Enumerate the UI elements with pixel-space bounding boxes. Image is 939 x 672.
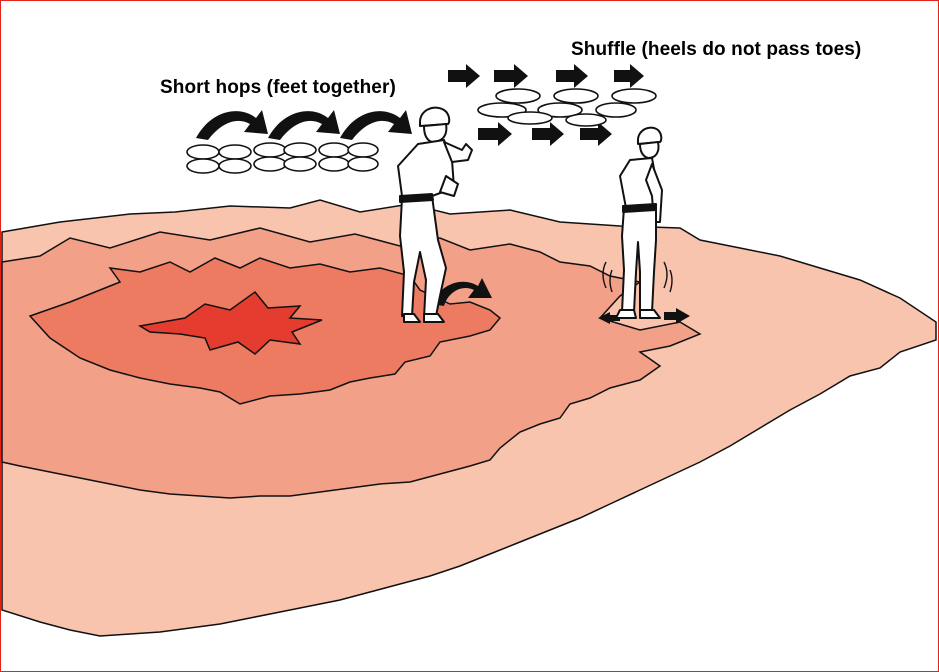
hop-footprints <box>187 143 378 173</box>
right-arrow-icon <box>532 122 564 146</box>
footprint-pair-icon <box>187 145 251 173</box>
short-hops-label: Short hops (feet together) <box>160 77 396 99</box>
footprint-icon <box>596 103 636 117</box>
worker-head <box>640 142 659 158</box>
worker-belt <box>400 194 433 202</box>
right-arrow-icon <box>556 64 588 88</box>
footprint-icon <box>612 89 656 103</box>
shuffle-label: Shuffle (heels do not pass toes) <box>571 39 861 61</box>
footprint-pair-icon <box>319 143 378 171</box>
hop-arrow-icon <box>196 110 268 140</box>
footprint-icon <box>554 89 598 103</box>
right-arrow-icon <box>614 64 644 88</box>
footprint-pair-icon <box>254 143 316 171</box>
hop-arrow-icon <box>268 110 340 140</box>
shuffle-footprints <box>478 89 656 126</box>
voltage-gradient-zones <box>2 200 936 636</box>
worker-legs <box>622 206 656 312</box>
right-arrow-icon <box>448 64 480 88</box>
footprint-icon <box>566 114 606 126</box>
worker-belt <box>623 204 656 212</box>
worker-boot <box>616 310 636 318</box>
right-arrow-icon <box>494 64 528 88</box>
hop-arrow-icon <box>340 110 412 140</box>
footprint-icon <box>508 112 552 124</box>
right-arrow-icon <box>478 122 512 146</box>
footprint-icon <box>496 89 540 103</box>
